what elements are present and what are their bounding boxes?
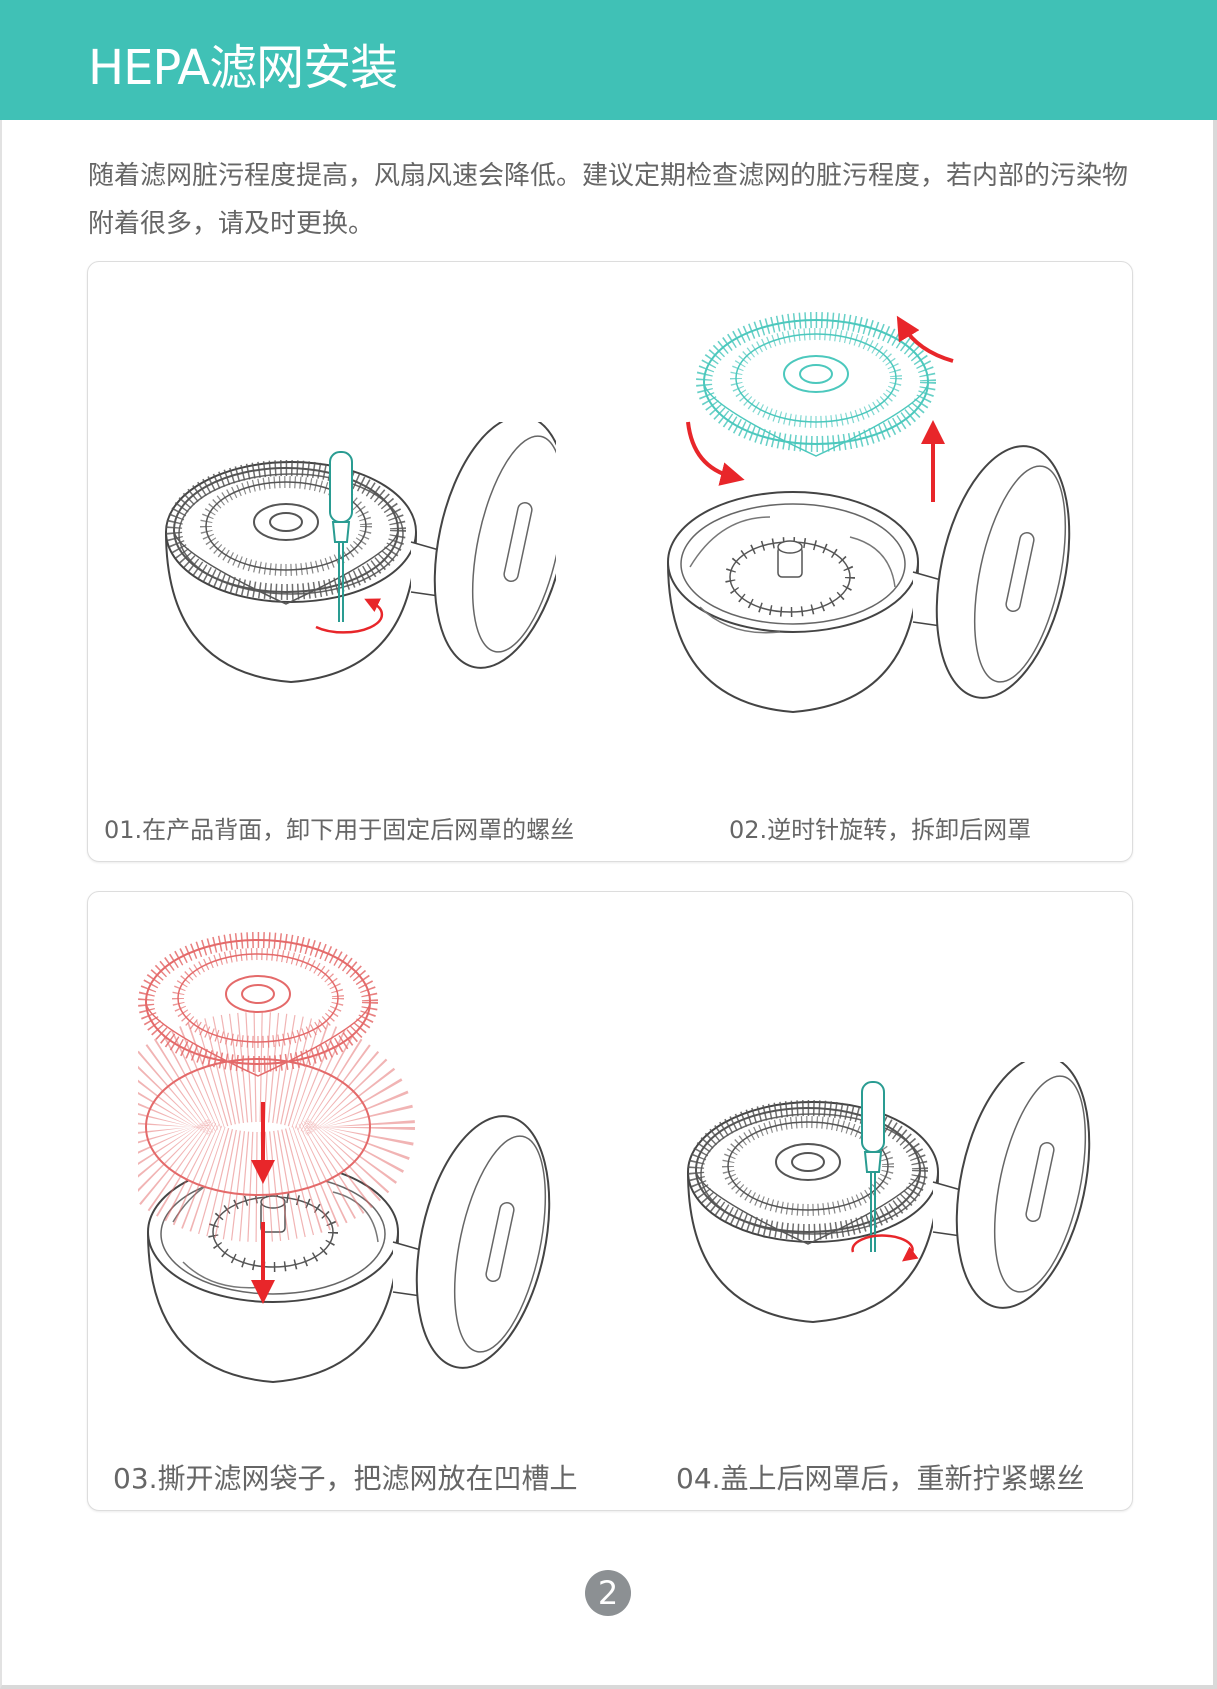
page-number: 2 xyxy=(585,1570,631,1616)
step-3-illustration xyxy=(138,922,558,1383)
steps-panel-1: 01.在产品背面，卸下用于固定后网罩的螺丝 02.逆时针旋转，拆卸后网罩 xyxy=(87,261,1133,862)
step-1-illustration xyxy=(165,422,556,683)
step-2-illustration xyxy=(667,282,1092,713)
step-4-caption: 04.盖上后网罩后，重新拧紧螺丝 xyxy=(676,1462,1085,1495)
page-title: HEPA滤网安装 xyxy=(88,40,398,96)
steps-panel-2: 03.撕开滤网袋子，把滤网放在凹槽上 04.盖上后网罩后，重新拧紧螺丝 xyxy=(87,891,1133,1511)
step-2-caption: 02.逆时针旋转，拆卸后网罩 xyxy=(729,816,1032,844)
rear-cover xyxy=(704,320,928,456)
step-4-illustration xyxy=(687,1062,1098,1323)
rear-cover xyxy=(146,940,370,1076)
page-header: HEPA滤网安装 xyxy=(0,0,1217,120)
counterclockwise-arrow-icon xyxy=(686,421,745,486)
rotate-arrow-icon xyxy=(851,1234,919,1262)
hepa-filter xyxy=(146,1059,370,1195)
counterclockwise-arrow-icon xyxy=(896,315,954,363)
rotate-arrow-icon xyxy=(315,598,384,634)
step-3-caption: 03.撕开滤网袋子，把滤网放在凹槽上 xyxy=(113,1462,578,1495)
step-1-caption: 01.在产品背面，卸下用于固定后网罩的螺丝 xyxy=(104,816,575,844)
intro-paragraph: 随着滤网脏污程度提高，风扇风速会降低。建议定期检查滤网的脏污程度，若内部的污染物… xyxy=(88,161,1129,239)
